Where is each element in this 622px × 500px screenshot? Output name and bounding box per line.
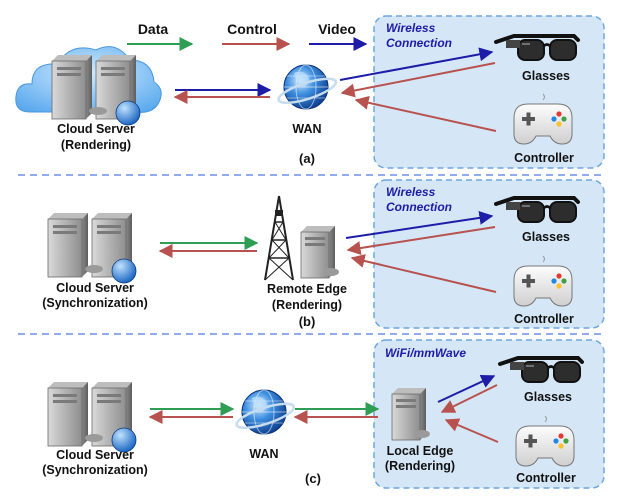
server-icon <box>47 212 137 284</box>
video-arrow <box>339 47 494 81</box>
local-edge-label: Local Edge <box>387 444 454 458</box>
panel-b: Cloud Server (Synchronization) Remote Ed… <box>42 179 605 329</box>
legend: Data Control Video <box>127 21 368 51</box>
control-arrow <box>440 384 498 413</box>
wan-label: WAN <box>249 447 278 461</box>
server-icon <box>47 381 137 453</box>
cloud-server-label: Cloud Server <box>57 122 135 136</box>
wireless-sublabel: Connection <box>386 200 452 214</box>
legend-data-label: Data <box>138 21 169 37</box>
cloud-server-sublabel: (Synchronization) <box>42 296 148 310</box>
cloud-server-sublabel: (Rendering) <box>61 138 131 152</box>
server-icon <box>300 225 340 279</box>
remote-edge-sublabel: (Rendering) <box>272 298 342 312</box>
wireless-label: Wireless <box>386 21 436 35</box>
panel-label: (a) <box>299 151 315 166</box>
globe-icon <box>274 63 340 111</box>
cloud-server-label: Cloud Server <box>56 448 134 462</box>
server-icon <box>391 387 431 441</box>
globe-icon <box>232 388 298 436</box>
wireless-sublabel: Connection <box>386 36 452 50</box>
panel-label: (c) <box>305 471 321 486</box>
tower-icon <box>264 195 294 281</box>
legend-control-label: Control <box>227 21 277 37</box>
glasses-label: Glasses <box>522 69 570 83</box>
panel-c: Cloud Server (Synchronization) WAN Local… <box>42 339 605 489</box>
glasses-label: Glasses <box>522 230 570 244</box>
panel-label: (b) <box>299 314 316 329</box>
cloud-server-sublabel: (Synchronization) <box>42 463 148 477</box>
remote-edge-label: Remote Edge <box>267 282 347 296</box>
controller-label: Controller <box>516 471 576 485</box>
wireless-label: WiFi/mmWave <box>385 346 466 360</box>
server-icon <box>51 54 141 126</box>
glasses-label: Glasses <box>524 390 572 404</box>
local-edge-sublabel: (Rendering) <box>385 459 455 473</box>
video-arrow <box>437 374 496 403</box>
control-arrow <box>354 95 497 132</box>
control-arrow <box>340 62 496 98</box>
wireless-label: Wireless <box>386 185 436 199</box>
legend-video-label: Video <box>318 21 356 37</box>
control-arrow <box>350 254 497 293</box>
video-arrow <box>345 210 494 239</box>
controller-label: Controller <box>514 151 574 165</box>
control-arrow <box>346 226 496 255</box>
control-arrow <box>444 418 499 443</box>
controller-label: Controller <box>514 312 574 326</box>
cloud-server-label: Cloud Server <box>56 281 134 295</box>
panel-a: Cloud Server (Rendering) WAN Wireless Co… <box>15 15 605 169</box>
wan-label: WAN <box>292 122 321 136</box>
